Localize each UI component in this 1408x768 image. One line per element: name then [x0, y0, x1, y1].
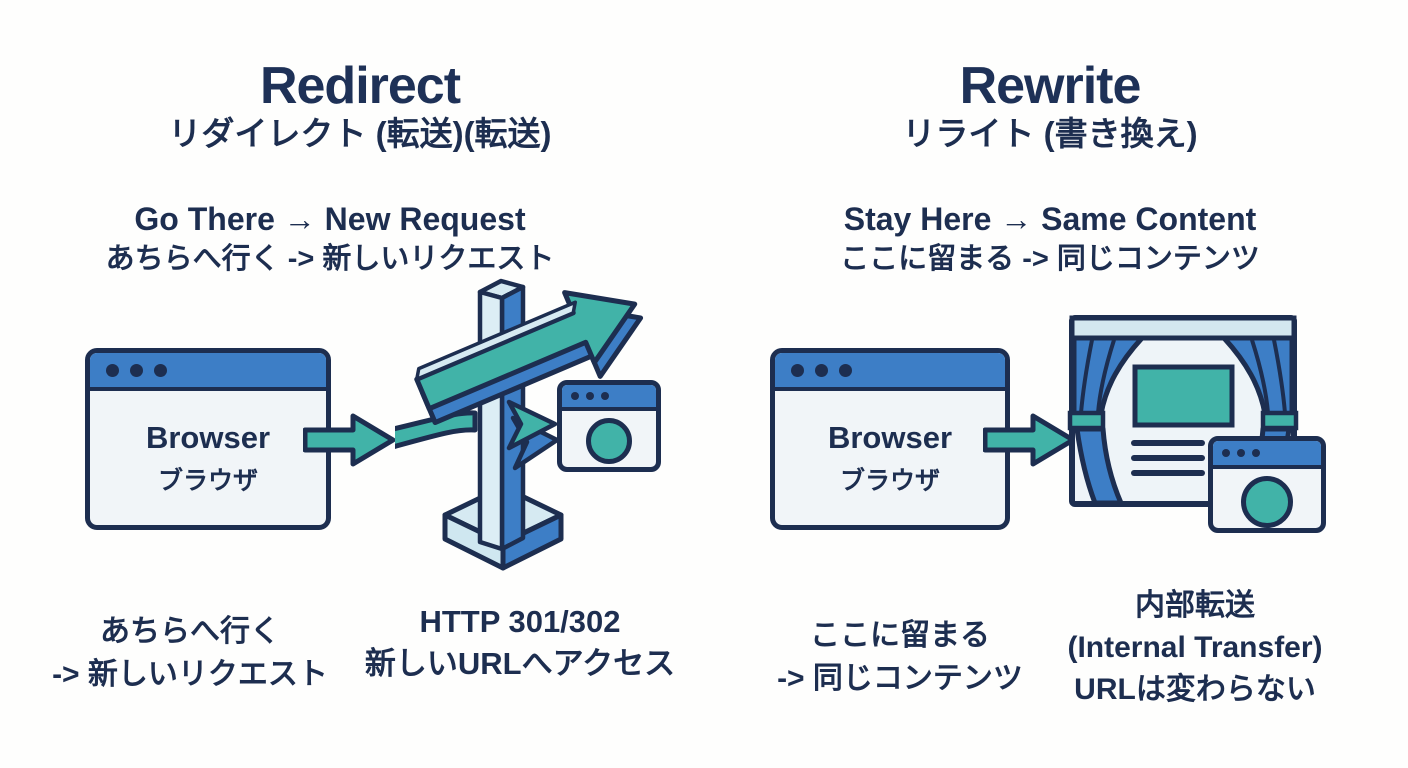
- window-dot-icon: [1237, 449, 1245, 457]
- request-arrow-icon: [303, 413, 396, 467]
- redirect-http-caption: HTTP 301/302 新しいURLへアクセス: [360, 601, 680, 685]
- window-dot-icon: [601, 392, 609, 400]
- mini-titlebar: [562, 385, 656, 411]
- browser-label-ja: ブラウザ: [839, 466, 940, 495]
- browser-label-en: Browser: [145, 419, 271, 455]
- browser-body: Browser ブラウザ: [775, 391, 1005, 525]
- content-screen: [1132, 364, 1235, 428]
- redirect-browser-window: Browser ブラウザ: [85, 348, 331, 530]
- caption-line: URLは変わらない: [1074, 673, 1316, 706]
- window-dot-icon: [1252, 449, 1260, 457]
- browser-titlebar: [775, 353, 1005, 391]
- destination-site-window: [557, 380, 661, 472]
- curved-arrow-ribbon: [395, 410, 478, 449]
- caption-line: 新しいURLへアクセス: [364, 646, 676, 681]
- rewrite-title-ja: リライト (書き換え): [902, 115, 1198, 152]
- caption-line: HTTP 301/302: [419, 604, 621, 639]
- redirect-flow-en: Go There → New Request: [134, 201, 526, 237]
- window-dot-icon: [571, 392, 579, 400]
- rewrite-browser-window: Browser ブラウザ: [770, 348, 1010, 530]
- rewrite-flow-en: Stay Here → Same Content: [843, 201, 1257, 237]
- stage-top-bar: [1069, 315, 1297, 341]
- redirect-flow-ja: あちらへ行く -> 新しいリクエスト: [105, 243, 555, 275]
- redirect-title-ja: リダイレクト (転送)(転送): [168, 115, 552, 152]
- curtain-tie: [1260, 410, 1299, 431]
- window-dot-icon: [839, 363, 852, 377]
- same-url-site-window: [1208, 436, 1326, 533]
- signpost-redirect-icon: [395, 278, 644, 571]
- rewrite-title: Rewrite: [959, 57, 1142, 115]
- browser-titlebar: [90, 353, 326, 391]
- request-arrow-icon: [983, 413, 1076, 467]
- left-curtain: [1067, 335, 1145, 506]
- arrow-shape: [983, 413, 1076, 467]
- rewrite-internal-caption: 内部転送 (Internal Transfer) URLは変わらない: [1030, 585, 1360, 711]
- window-dot-icon: [791, 363, 804, 377]
- caption-line: -> 新しいリクエスト: [52, 658, 328, 691]
- window-dot-icon: [1222, 449, 1230, 457]
- mini-titlebar: [1213, 441, 1321, 469]
- browser-label-en: Browser: [827, 419, 953, 455]
- window-dot-icon: [815, 363, 828, 377]
- caption-line: あちらへ行く: [100, 615, 280, 648]
- browser-label-ja: ブラウザ: [157, 466, 258, 495]
- redirect-title: Redirect: [259, 57, 461, 115]
- curtain-tie: [1067, 410, 1106, 431]
- window-dot-icon: [130, 363, 143, 377]
- window-dot-icon: [586, 392, 594, 400]
- rewrite-flow-ja: ここに留まる -> 同じコンテンツ: [840, 243, 1260, 275]
- caption-line: ここに留まる: [810, 619, 990, 652]
- arrow-shape: [303, 413, 396, 467]
- caption-line: -> 同じコンテンツ: [777, 662, 1023, 695]
- caption-line: 内部転送: [1135, 589, 1255, 622]
- globe-icon: [1241, 476, 1293, 528]
- rewrite-action-caption: ここに留まる -> 同じコンテンツ: [750, 614, 1050, 700]
- content-text-lines: [1131, 440, 1205, 476]
- window-dot-icon: [154, 363, 167, 377]
- redirect-action-caption: あちらへ行く -> 新しいリクエスト: [40, 610, 340, 696]
- curved-arrow-head: [506, 399, 560, 471]
- globe-icon: [586, 418, 632, 464]
- redirect-3d-arrow: [414, 290, 644, 426]
- caption-line: (Internal Transfer): [1067, 631, 1323, 664]
- browser-body: Browser ブラウザ: [90, 391, 326, 525]
- window-dot-icon: [106, 363, 119, 377]
